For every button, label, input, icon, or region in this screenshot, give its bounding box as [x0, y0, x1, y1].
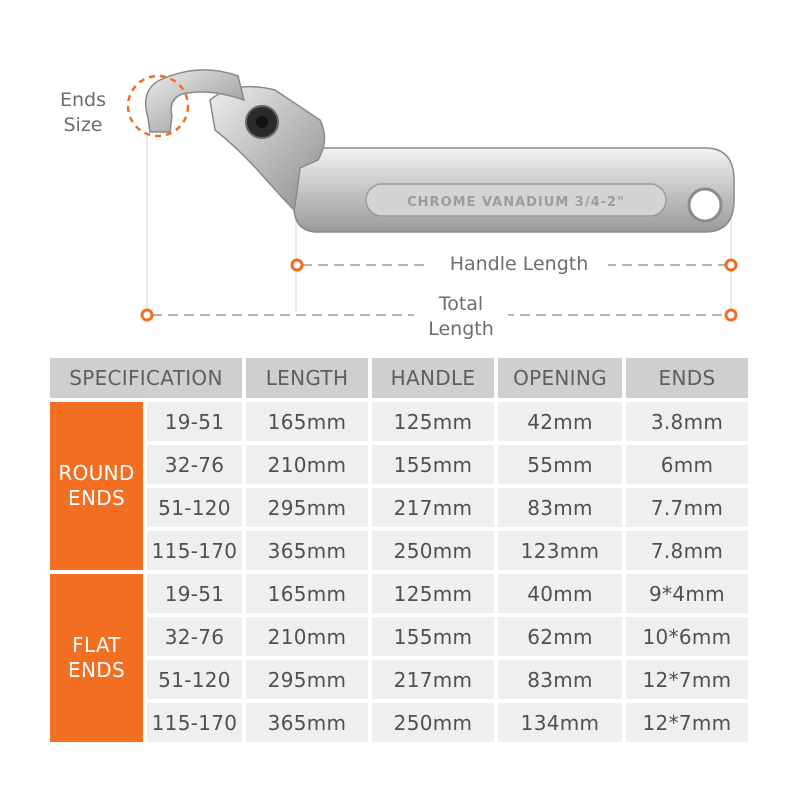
- cell-ends: 9*4mm: [626, 574, 748, 613]
- cell-opening: 83mm: [498, 488, 622, 527]
- table-row: 51-120 295mm 217mm 83mm 7.7mm: [50, 488, 748, 527]
- header-length: LENGTH: [246, 358, 368, 398]
- cell-specification: 51-120: [147, 660, 242, 699]
- cell-ends: 3.8mm: [626, 402, 748, 441]
- handle-length-end-dot: [724, 258, 738, 272]
- cell-specification: 32-76: [147, 445, 242, 484]
- group-label-line2: ENDS: [68, 486, 125, 510]
- cell-opening: 42mm: [498, 402, 622, 441]
- ends-size-label: Ends Size: [50, 88, 116, 138]
- cell-specification: 115-170: [147, 703, 242, 742]
- cell-opening: 123mm: [498, 531, 622, 570]
- cell-handle: 217mm: [372, 660, 494, 699]
- cell-length: 365mm: [246, 703, 368, 742]
- hook-wrench: CHROME VANADIUM 3/4-2": [145, 69, 735, 233]
- cell-handle: 250mm: [372, 703, 494, 742]
- ends-size-highlight: [126, 74, 190, 138]
- cell-opening: 83mm: [498, 660, 622, 699]
- total-length-end-dot: [724, 308, 738, 322]
- cell-opening: 40mm: [498, 574, 622, 613]
- header-specification: SPECIFICATION: [50, 358, 242, 398]
- table-row: 115-170 365mm 250mm 134mm 12*7mm: [50, 703, 748, 742]
- cell-length: 165mm: [246, 402, 368, 441]
- cell-ends: 6mm: [626, 445, 748, 484]
- group-label-line1: FLAT: [72, 633, 121, 657]
- cell-handle: 125mm: [372, 574, 494, 613]
- cell-ends: 12*7mm: [626, 703, 748, 742]
- cell-ends: 12*7mm: [626, 660, 748, 699]
- total-length-label: Total Length: [414, 292, 508, 342]
- cell-ends: 7.7mm: [626, 488, 748, 527]
- table-row: ROUND ENDS 19-51 165mm 125mm 42mm 3.8mm: [50, 402, 748, 570]
- cell-specification: 51-120: [147, 488, 242, 527]
- total-length-start-dot: [140, 308, 154, 322]
- total-length-label-line1: Total: [438, 293, 484, 315]
- wrench-diagram: CHROME VANADIUM 3/4-2": [126, 69, 738, 322]
- ends-size-label-line1: Ends: [59, 89, 106, 111]
- engraving-text: CHROME VANADIUM 3/4-2": [407, 195, 625, 210]
- ends-size-label-line2: Size: [63, 114, 103, 136]
- cell-handle: 155mm: [372, 445, 494, 484]
- table-header-row: SPECIFICATION LENGTH HANDLE OPENING ENDS: [50, 358, 748, 398]
- cell-ends: 7.8mm: [626, 531, 748, 570]
- header-ends: ENDS: [626, 358, 748, 398]
- cell-handle: 217mm: [372, 488, 494, 527]
- cell-ends: 10*6mm: [626, 617, 748, 656]
- cell-length: 365mm: [246, 531, 368, 570]
- handle-length-label: Handle Length: [430, 252, 608, 277]
- table-row: 115-170 365mm 250mm 123mm 7.8mm: [50, 531, 748, 570]
- table-row: 51-120 295mm 217mm 83mm 12*7mm: [50, 660, 748, 699]
- cell-length: 210mm: [246, 617, 368, 656]
- cell-length: 165mm: [246, 574, 368, 613]
- group-label-flat-ends: FLAT ENDS: [50, 574, 143, 742]
- table-row: 32-76 210mm 155mm 55mm 6mm: [50, 445, 748, 484]
- cell-handle: 250mm: [372, 531, 494, 570]
- cell-opening: 55mm: [498, 445, 622, 484]
- spec-table: SPECIFICATION LENGTH HANDLE OPENING ENDS…: [46, 354, 752, 746]
- cell-length: 295mm: [246, 660, 368, 699]
- cell-specification: 19-51: [147, 402, 242, 441]
- cell-specification: 115-170: [147, 531, 242, 570]
- group-label-line2: ENDS: [68, 658, 125, 682]
- cell-specification: 19-51: [147, 574, 242, 613]
- header-opening: OPENING: [498, 358, 622, 398]
- cell-specification: 32-76: [147, 617, 242, 656]
- group-label-line1: ROUND: [58, 461, 135, 485]
- table-row: 32-76 210mm 155mm 62mm 10*6mm: [50, 617, 748, 656]
- group-label-round-ends: ROUND ENDS: [50, 402, 143, 570]
- header-handle: HANDLE: [372, 358, 494, 398]
- total-length-label-line2: Length: [428, 318, 494, 340]
- table-row: FLAT ENDS 19-51 165mm 125mm 40mm 9*4mm: [50, 574, 748, 742]
- handle-length-start-dot: [290, 258, 304, 272]
- cell-handle: 155mm: [372, 617, 494, 656]
- cell-opening: 62mm: [498, 617, 622, 656]
- cell-length: 210mm: [246, 445, 368, 484]
- cell-handle: 125mm: [372, 402, 494, 441]
- hanging-hole-icon: [687, 187, 723, 223]
- cell-length: 295mm: [246, 488, 368, 527]
- cell-opening: 134mm: [498, 703, 622, 742]
